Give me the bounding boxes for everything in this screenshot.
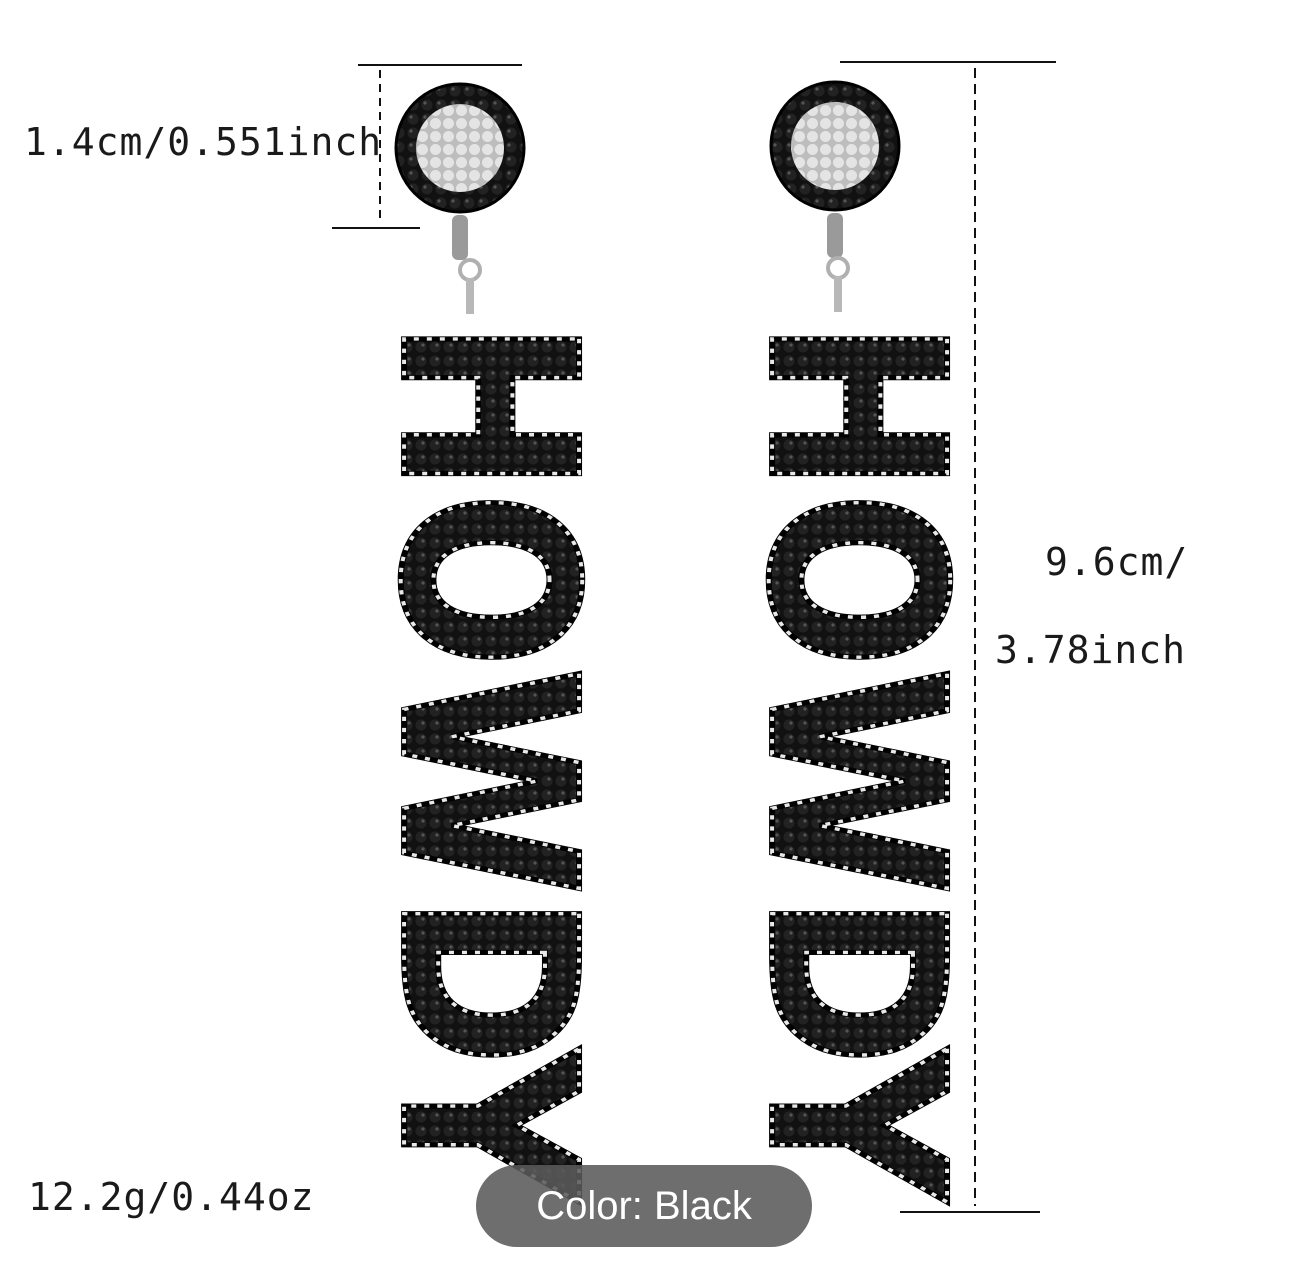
stud-dimension-lines bbox=[332, 64, 522, 229]
stud-size-label: 1.4cm/0.551inch bbox=[24, 120, 383, 164]
length-label-line2: 3.78inch bbox=[995, 628, 1187, 672]
left-rhinestone-outline: HOWDY bbox=[347, 320, 627, 1203]
length-label-line1: 9.6cm/ bbox=[1045, 540, 1189, 584]
color-badge[interactable]: Color: Black bbox=[476, 1165, 812, 1247]
length-dimension-lines bbox=[840, 61, 1056, 1213]
right-rhinestone-outline: HOWDY bbox=[715, 320, 995, 1203]
right-earring: HOWDY HOWDY bbox=[712, 80, 998, 1206]
weight-label: 12.2g/0.44oz bbox=[28, 1175, 315, 1219]
left-earring: HOWDY HOWDY bbox=[344, 82, 630, 1206]
right-earring-word: HOWDY bbox=[715, 320, 995, 1203]
left-earring-word: HOWDY bbox=[347, 320, 627, 1203]
